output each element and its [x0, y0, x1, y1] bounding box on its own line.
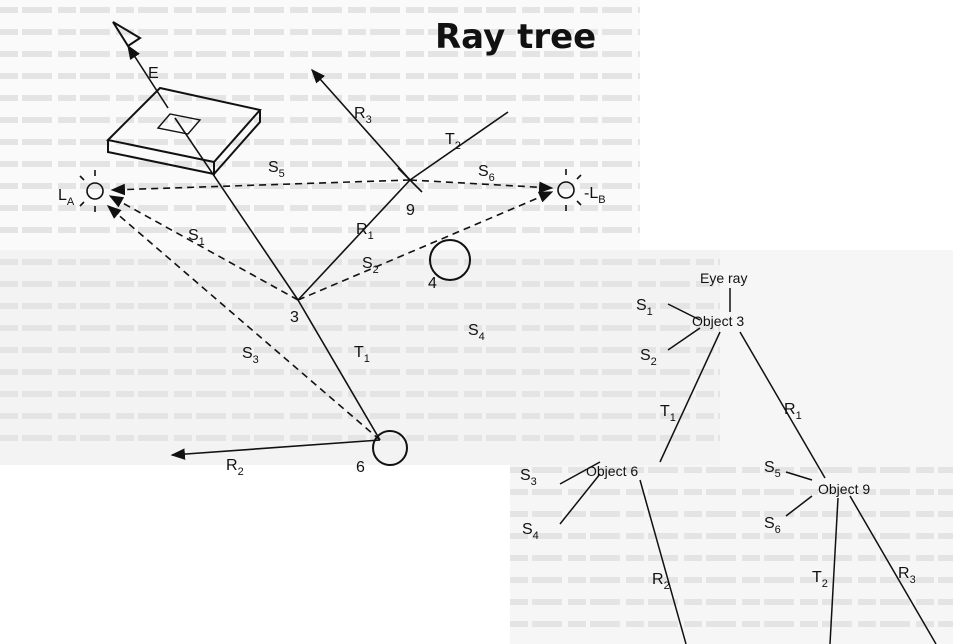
tree-edge-s1: S1 — [636, 297, 653, 318]
eye-ray-e — [127, 44, 169, 109]
label-object-4: 4 — [428, 275, 437, 292]
label-object-3: 3 — [290, 309, 299, 326]
tree-edge-s5: S5 — [764, 459, 781, 480]
label-t2: T2 — [445, 131, 461, 152]
tree-edge-s4: S4 — [522, 521, 539, 542]
sphere-object-4 — [429, 239, 471, 281]
page-title: Ray tree — [435, 17, 596, 57]
label-r2: R2 — [226, 457, 244, 478]
scene-diagram — [79, 21, 582, 466]
tree-node-object-3: Object 3 — [692, 313, 744, 329]
tree-node-object-6: Object 6 — [586, 463, 638, 479]
label-object-6: 6 — [356, 459, 365, 476]
label-e: E — [148, 65, 159, 82]
tree-edge-s2: S2 — [640, 347, 657, 368]
label-light-b: -LB — [584, 185, 606, 206]
tree-edge-t2: T2 — [812, 569, 828, 590]
ray-tree: Eye ray Object 3 Object 6 Object 9 S1 S2… — [520, 270, 937, 644]
label-t1: T1 — [354, 344, 370, 365]
tree-edge-s3: S3 — [520, 467, 537, 488]
tree-edge-s6: S6 — [764, 515, 781, 536]
scene-labels: E LA -LB 3 4 6 9 S1 S2 S3 S4 S5 S6 R1 R2… — [58, 65, 606, 478]
tree-root-eye-ray: Eye ray — [700, 270, 747, 286]
light-b-icon — [557, 169, 582, 211]
label-s4: S4 — [468, 322, 485, 343]
light-a-icon — [79, 170, 104, 212]
label-r3: R3 — [354, 105, 372, 126]
label-s3: S3 — [242, 345, 259, 366]
sphere-object-6 — [372, 430, 408, 466]
tree-edge-r3: R3 — [898, 565, 916, 586]
tree-edge-t1: T1 — [660, 403, 676, 424]
eye-icon — [112, 21, 142, 48]
label-s1: S1 — [188, 227, 205, 248]
label-s5: S5 — [268, 159, 285, 180]
label-s6: S6 — [478, 163, 495, 184]
label-light-a: LA — [58, 187, 75, 208]
tree-edge-r2: R2 — [652, 571, 670, 592]
tree-edge-r1: R1 — [784, 401, 802, 422]
label-r1: R1 — [356, 221, 374, 242]
tree-node-object-9: Object 9 — [818, 481, 870, 497]
label-s2: S2 — [362, 255, 379, 276]
label-object-9: 9 — [406, 202, 415, 219]
